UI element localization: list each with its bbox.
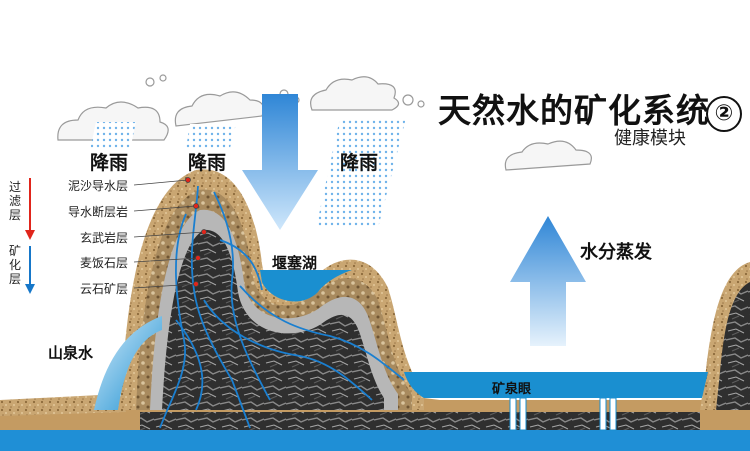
- layer-label: 泥沙导水层: [68, 179, 129, 193]
- rain-label: 降雨: [340, 152, 379, 174]
- rain-area: [90, 118, 406, 228]
- rain-down-arrow: [242, 94, 318, 230]
- evaporation-label: 水分蒸发: [580, 242, 652, 263]
- barrier-lake-water: [260, 270, 352, 302]
- left-strata: [0, 394, 126, 416]
- page-subtitle: 健康模块: [614, 128, 686, 149]
- layer-label: 麦饭石层: [80, 256, 129, 270]
- cloud-icon: [57, 101, 169, 141]
- filter-layer-label: 过滤层: [8, 180, 21, 222]
- rain-label: 降雨: [188, 152, 227, 174]
- spring-pipes: [509, 397, 617, 431]
- mineral-arrow: [25, 246, 35, 294]
- water-veins: [159, 185, 405, 429]
- label-leaders: [133, 177, 207, 289]
- mineral-layer-label: 矿化层: [8, 244, 21, 286]
- right-mountain-core: [716, 282, 750, 410]
- spring-water-stream: [94, 316, 162, 410]
- cloud-icon: [504, 140, 592, 171]
- mineral-eye-label: 矿泉眼: [492, 382, 532, 397]
- rock-core: [162, 229, 384, 410]
- title-number-badge: ②: [706, 96, 742, 132]
- evaporation-up-arrow: [510, 216, 586, 346]
- lower-rock-band: [140, 412, 700, 430]
- mineral-spring-water: [404, 372, 708, 398]
- layer-label: 玄武岩层: [80, 231, 129, 245]
- layer-label: 导水断层岩: [68, 205, 129, 219]
- filter-arrow: [25, 178, 35, 240]
- rain-label: 降雨: [90, 152, 129, 174]
- underground-water-channel: [0, 430, 750, 451]
- cloud-icon: [310, 76, 400, 111]
- cloud-icon: [174, 91, 265, 127]
- barrier-lake-label: 堰塞湖: [272, 254, 318, 272]
- layer-label: 云石矿层: [80, 282, 129, 296]
- spring-water-label: 山泉水: [48, 344, 94, 362]
- page-title: 天然水的矿化系统: [438, 91, 710, 130]
